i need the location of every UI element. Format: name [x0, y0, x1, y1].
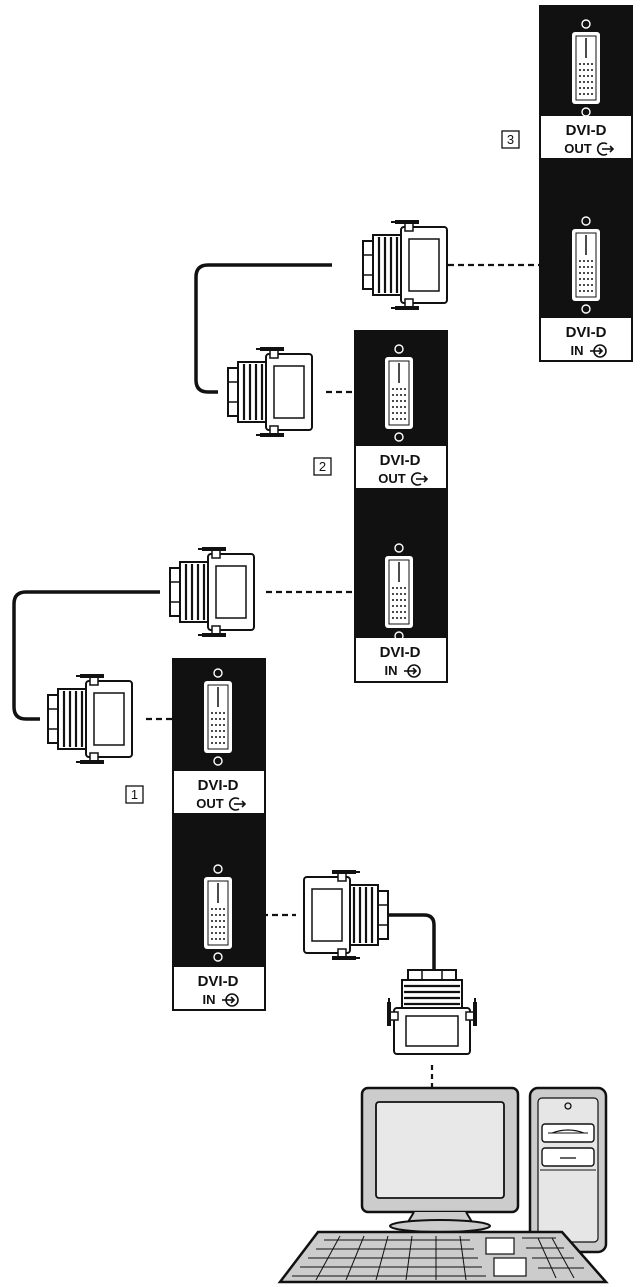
display-3-panel: [539, 5, 633, 362]
display-3-number: 3: [507, 132, 514, 147]
display-3-out-label: DVI-D: [566, 122, 607, 139]
display-2-out-sub: OUT: [378, 471, 406, 486]
dvi-plug-icon: [168, 545, 256, 639]
display-3-dvi-out-port[interactable]: [571, 19, 601, 117]
dvi-plug-icon: [302, 868, 390, 962]
computer-icon: [277, 1086, 609, 1284]
computer-monitor: [360, 1086, 520, 1233]
dvi-cable-pc-to-1: [384, 913, 436, 985]
display-1-in-label: DVI-D: [198, 973, 239, 990]
dvi-cable-2-to-3: [194, 263, 332, 394]
display-1-number: 1: [131, 787, 138, 802]
display-1-out-label: DVI-D: [198, 777, 239, 794]
display-1-dvi-in-port[interactable]: [203, 864, 233, 962]
dvi-cable-1-to-2: [12, 590, 160, 721]
display-3-number-box: [501, 130, 520, 149]
computer-keyboard: [277, 1230, 609, 1284]
display-3-in-label: DVI-D: [566, 324, 607, 341]
display-1-out-sub: OUT: [196, 796, 224, 811]
display-1-dvi-out-port[interactable]: [203, 668, 233, 766]
display-2-out-label: DVI-D: [380, 452, 421, 469]
display-3-in-sub: IN: [571, 343, 584, 358]
display-1-number-box: [125, 785, 144, 804]
display-2-in-label: DVI-D: [380, 644, 421, 661]
computer-tower: [528, 1086, 608, 1254]
display-2-in-sub: IN: [385, 663, 398, 678]
display-2-number-box: [313, 457, 332, 476]
display-3-out-sub: OUT: [564, 141, 592, 156]
display-1-in-sub: IN: [203, 992, 216, 1007]
display-2-dvi-in-port[interactable]: [384, 543, 414, 641]
dvi-plug-icon: [385, 968, 479, 1056]
dvi-plug-icon: [361, 218, 449, 312]
display-2-number: 2: [319, 459, 326, 474]
display-2-dvi-out-port[interactable]: [384, 344, 414, 442]
dvi-plug-icon: [226, 345, 314, 439]
dvi-plug-icon: [46, 672, 134, 766]
display-3-dvi-in-port[interactable]: [571, 216, 601, 314]
